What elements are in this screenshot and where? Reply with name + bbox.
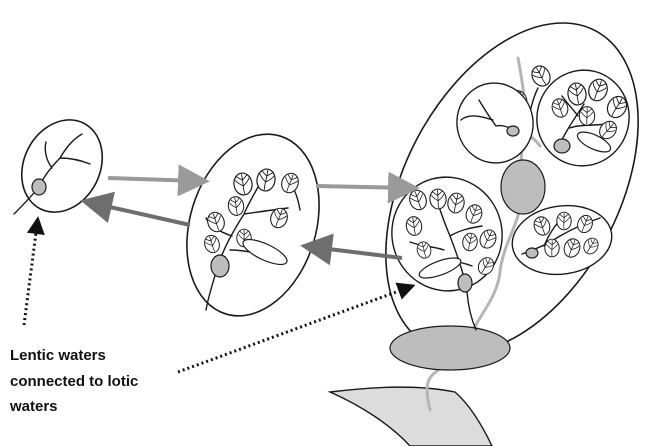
middle-lentic-system [166, 118, 341, 333]
arrow-small-to-middle [108, 178, 198, 181]
arrow-middle-to-large [316, 186, 408, 188]
arrow-middle-to-small [92, 203, 190, 225]
annotation-line-2: connected to lotic [10, 373, 138, 390]
node-middle [211, 255, 229, 277]
annotation-line-1: Lentic waters [10, 347, 106, 364]
annotation-label: Lentic waters connected to lotic waters [9, 347, 143, 415]
node-large-mid [501, 160, 545, 214]
node-small [32, 179, 46, 195]
dotted-arrow-to-pond [24, 225, 37, 325]
node-large-bottom [390, 326, 510, 370]
bank-shape [330, 387, 492, 446]
large-lotic-system [334, 0, 650, 410]
annotation-line-3: waters [9, 398, 58, 415]
small-lentic-pond [6, 106, 117, 226]
